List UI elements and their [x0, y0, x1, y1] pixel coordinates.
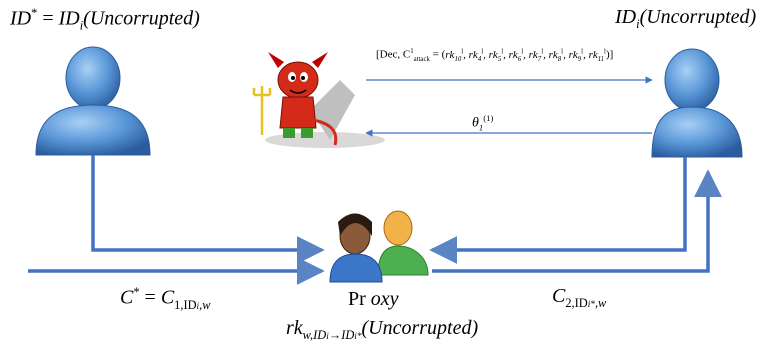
rekey-term: rk10l, — [445, 48, 469, 63]
user-left-icon — [35, 46, 151, 156]
rekey-term: rk6l, — [508, 48, 529, 63]
right-user-label: IDi(Uncorrupted) — [615, 6, 757, 31]
rekey-term: rk4l, — [468, 48, 489, 63]
rekey-term: rk7l, — [528, 48, 549, 63]
attack-message-label: [Dec, C1attack = (rk10l, rk4l, rk5l, rk6… — [376, 48, 613, 63]
rekey-term: rk5l, — [488, 48, 509, 63]
attack-prefix: [Dec, C — [376, 48, 411, 61]
attack-body: = ( — [429, 48, 446, 61]
attack-suffix: )] — [605, 48, 614, 61]
rekey-term: rk9l, — [568, 48, 589, 63]
left-user-label: ID* = IDi(Uncorrupted) — [10, 6, 200, 33]
proxy-icon — [329, 210, 429, 283]
devil-attacker-icon — [252, 52, 385, 148]
c2-label: C2,IDi*,w — [552, 285, 607, 310]
user-right-icon — [651, 48, 743, 158]
flow-lines — [28, 76, 722, 285]
proxy-label: Pr oxy — [348, 288, 399, 310]
attack-sup: 1 — [410, 48, 414, 55]
theta-label: θ1(1) — [472, 113, 494, 133]
rekey-term: rk11l — [588, 48, 606, 63]
rekey-term: rk8l, — [548, 48, 569, 63]
attack-sub: attack — [413, 55, 430, 63]
rk-label: rkw,IDi→IDi*(Uncorrupted) — [286, 317, 479, 342]
c-star-label: C* = C1,IDi,w — [120, 285, 211, 312]
